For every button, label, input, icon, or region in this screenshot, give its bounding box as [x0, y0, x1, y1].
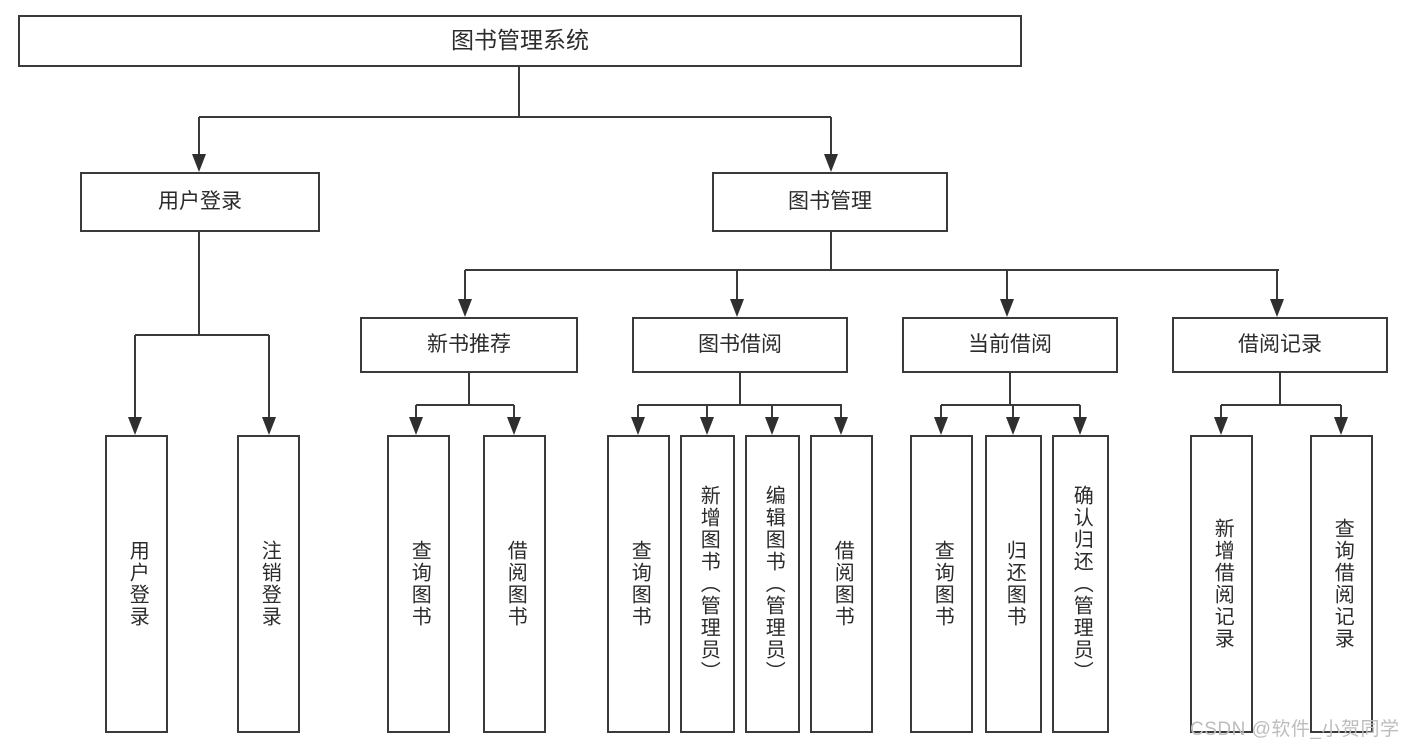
node-leaf-confirm-return-admin[interactable]: 确认归还（管理员）: [1052, 435, 1109, 733]
arrow-user-1: [262, 417, 276, 435]
connector-book-drop-1: [736, 270, 738, 299]
node-leaf-add-borrow-record[interactable]: 新增借阅记录: [1190, 435, 1253, 733]
arrow-user-0: [128, 417, 142, 435]
node-label: 新增借阅记录: [1211, 518, 1234, 650]
connector-sub-bar-3: [1221, 404, 1341, 406]
connector-book-drop-3: [1276, 270, 1278, 299]
connector-user-stem: [198, 232, 200, 335]
node-leaf-return-book[interactable]: 归还图书: [985, 435, 1042, 733]
arrow-book-1: [730, 299, 744, 317]
arrow-book-3: [1270, 299, 1284, 317]
node-label: 查询图书: [408, 540, 431, 628]
node-label: 图书管理: [788, 189, 872, 213]
node-label: 查询借阅记录: [1331, 518, 1354, 650]
node-label: 借阅图书: [504, 540, 527, 628]
connector-sub-drop-4: [771, 405, 773, 417]
arrow-book-0: [458, 299, 472, 317]
arrow-sub-1: [507, 417, 521, 435]
node-leaf-borrow-book[interactable]: 借阅图书: [810, 435, 873, 733]
connector-root-drop-0: [198, 117, 200, 154]
node-label: 查询图书: [628, 540, 651, 628]
node-label: 新书推荐: [427, 332, 511, 356]
node-label: 借阅图书: [831, 540, 854, 628]
node-book-manage[interactable]: 图书管理: [712, 172, 948, 232]
arrow-sub-6: [934, 417, 948, 435]
arrow-root-0: [192, 154, 206, 172]
node-leaf-add-book-admin[interactable]: 新增图书（管理员）: [680, 435, 735, 733]
watermark: CSDN @软件_小贺同学: [1190, 719, 1400, 740]
connector-sub-bar-0: [416, 404, 514, 406]
node-label: 查询图书: [931, 540, 954, 628]
connector-root-stem: [518, 67, 520, 117]
connector-user-drop-1: [268, 335, 270, 417]
connector-sub-drop-6: [940, 405, 942, 417]
arrow-sub-3: [700, 417, 714, 435]
node-leaf-query-borrow-record[interactable]: 查询借阅记录: [1310, 435, 1373, 733]
connector-sub-stem-2: [1009, 373, 1011, 405]
connector-user-drop-0: [134, 335, 136, 417]
node-leaf-user-logout[interactable]: 注销登录: [237, 435, 300, 733]
arrow-sub-9: [1214, 417, 1228, 435]
arrow-root-1: [824, 154, 838, 172]
node-book-borrow[interactable]: 图书借阅: [632, 317, 848, 373]
arrow-sub-0: [409, 417, 423, 435]
arrow-sub-7: [1006, 417, 1020, 435]
connector-book-drop-0: [464, 270, 466, 299]
connector-book-stem: [830, 232, 832, 270]
connector-sub-stem-3: [1279, 373, 1281, 405]
node-new-book-recommend[interactable]: 新书推荐: [360, 317, 578, 373]
connector-sub-drop-0: [415, 405, 417, 417]
arrow-sub-10: [1334, 417, 1348, 435]
node-label: 借阅记录: [1238, 332, 1322, 356]
node-leaf-edit-book-admin[interactable]: 编辑图书（管理员）: [745, 435, 800, 733]
connector-sub-bar-2: [941, 404, 1080, 406]
node-root-system[interactable]: 图书管理系统: [18, 15, 1022, 67]
node-current-borrow[interactable]: 当前借阅: [902, 317, 1118, 373]
arrow-sub-2: [631, 417, 645, 435]
node-label: 确认归还（管理员）: [1070, 485, 1093, 683]
connector-sub-stem-1: [739, 373, 741, 405]
node-leaf-query-book-cur[interactable]: 查询图书: [910, 435, 973, 733]
node-label: 图书借阅: [698, 332, 782, 356]
connector-root-drop-1: [830, 117, 832, 154]
node-label: 注销登录: [258, 540, 281, 628]
node-leaf-borrow-book-rec[interactable]: 借阅图书: [483, 435, 546, 733]
connector-sub-drop-5: [840, 405, 842, 417]
node-leaf-query-book-rec[interactable]: 查询图书: [387, 435, 450, 733]
arrow-sub-5: [834, 417, 848, 435]
node-label: 归还图书: [1003, 540, 1026, 628]
node-label: 用户登录: [126, 540, 149, 628]
arrow-sub-4: [765, 417, 779, 435]
node-leaf-query-book-borrow[interactable]: 查询图书: [607, 435, 670, 733]
node-user-login[interactable]: 用户登录: [80, 172, 320, 232]
connector-user-bar: [135, 334, 269, 336]
connector-sub-bar-1: [638, 404, 842, 406]
connector-sub-drop-9: [1220, 405, 1222, 417]
node-label: 新增图书（管理员）: [697, 485, 720, 683]
connector-sub-stem-0: [468, 373, 470, 405]
connector-sub-drop-3: [706, 405, 708, 417]
node-label: 图书管理系统: [451, 27, 589, 54]
node-leaf-user-login[interactable]: 用户登录: [105, 435, 168, 733]
connector-sub-drop-7: [1012, 405, 1014, 417]
arrow-book-2: [1000, 299, 1014, 317]
arrow-sub-8: [1073, 417, 1087, 435]
connector-book-bar: [465, 269, 1279, 271]
connector-root-bar: [199, 116, 831, 118]
connector-sub-drop-10: [1340, 405, 1342, 417]
connector-book-drop-2: [1006, 270, 1008, 299]
node-borrow-record[interactable]: 借阅记录: [1172, 317, 1388, 373]
connector-sub-drop-8: [1079, 405, 1081, 417]
connector-sub-drop-1: [513, 405, 515, 417]
node-label: 用户登录: [158, 189, 242, 213]
node-label: 当前借阅: [968, 332, 1052, 356]
node-label: 编辑图书（管理员）: [762, 485, 785, 683]
connector-sub-drop-2: [637, 405, 639, 417]
